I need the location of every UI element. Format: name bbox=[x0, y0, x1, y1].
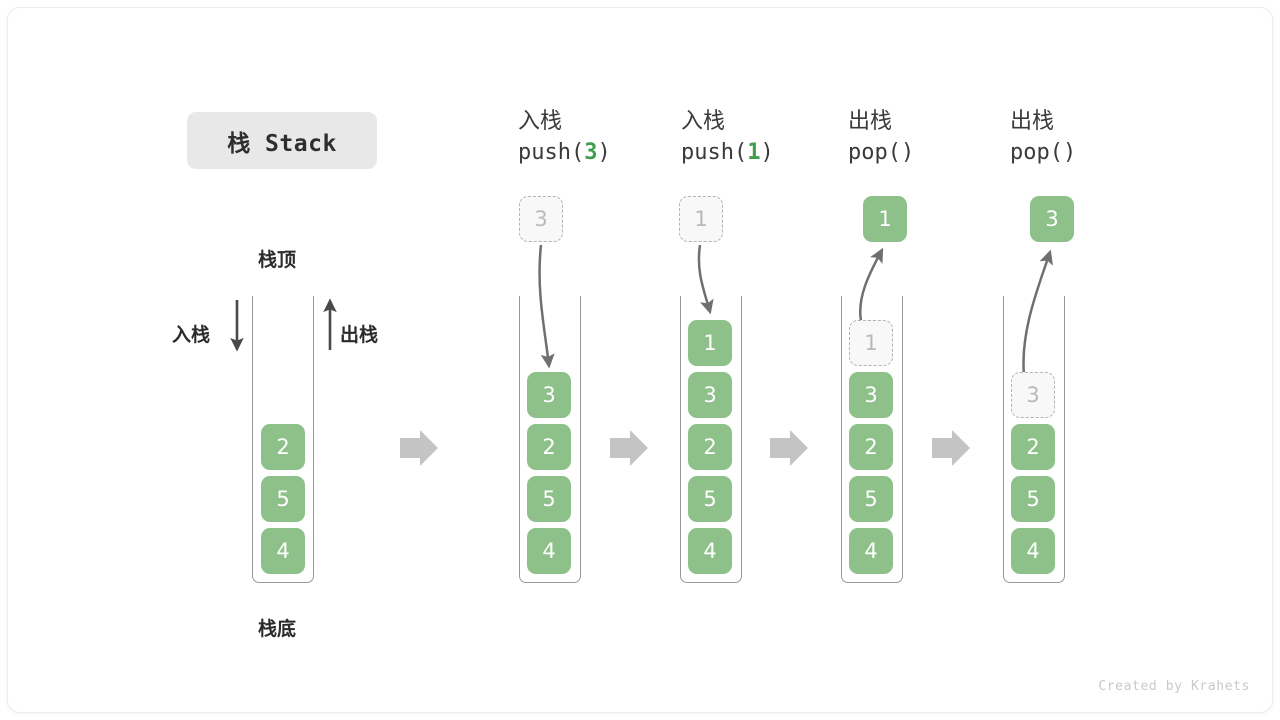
op-header-push-1: 入栈 push(1) bbox=[681, 107, 831, 169]
stack-cell: 4 bbox=[261, 528, 305, 574]
stack-cell: 1 bbox=[688, 320, 732, 366]
stack-cell: 4 bbox=[527, 528, 571, 574]
op-code-suffix: ) bbox=[1062, 140, 1077, 165]
credit-text: Created by Krahets bbox=[1098, 679, 1250, 694]
stack-cell: 2 bbox=[1011, 424, 1055, 470]
stack-cell: 5 bbox=[849, 476, 893, 522]
op-code-prefix: pop( bbox=[1010, 140, 1063, 165]
stack-cell: 2 bbox=[688, 424, 732, 470]
popped-cell: 1 bbox=[863, 196, 907, 242]
incoming-ghost-cell: 3 bbox=[519, 196, 563, 242]
op-code-pop-1: pop() bbox=[848, 137, 998, 169]
vacated-ghost-cell: 3 bbox=[1011, 372, 1055, 418]
stack-cell: 5 bbox=[261, 476, 305, 522]
op-code-suffix: ) bbox=[760, 140, 774, 165]
op-code-pop-3: pop() bbox=[1010, 137, 1160, 169]
stack-top-label: 栈顶 bbox=[258, 249, 297, 271]
op-code-prefix: push( bbox=[518, 140, 585, 165]
stack-cell: 3 bbox=[527, 372, 571, 418]
stack-cell: 5 bbox=[527, 476, 571, 522]
stack-cell: 2 bbox=[527, 424, 571, 470]
stack-container-pop-3 bbox=[1003, 296, 1065, 583]
stack-cell: 4 bbox=[1011, 528, 1055, 574]
op-header-pop-1: 出栈 pop() bbox=[848, 107, 998, 169]
op-header-push-3: 入栈 push(3) bbox=[518, 107, 668, 169]
stack-cell: 4 bbox=[849, 528, 893, 574]
stack-cell: 2 bbox=[261, 424, 305, 470]
stack-container-pop-1 bbox=[841, 296, 903, 583]
stack-container-push-3 bbox=[519, 296, 581, 583]
op-code-push-1: push(1) bbox=[681, 137, 831, 169]
stack-cell: 5 bbox=[1011, 476, 1055, 522]
op-cn-push-3: 入栈 bbox=[518, 109, 563, 134]
stack-container-push-1 bbox=[680, 296, 742, 583]
op-code-arg: 3 bbox=[584, 140, 598, 165]
stack-cell: 5 bbox=[688, 476, 732, 522]
popped-cell: 3 bbox=[1030, 196, 1074, 242]
stack-bottom-label: 栈底 bbox=[258, 618, 297, 640]
op-code-arg: 1 bbox=[747, 140, 761, 165]
incoming-ghost-cell: 1 bbox=[679, 196, 723, 242]
op-code-prefix: push( bbox=[681, 140, 748, 165]
stack-cell: 4 bbox=[688, 528, 732, 574]
stack-container-initial bbox=[252, 296, 314, 583]
legend-push-label: 入栈 bbox=[172, 324, 211, 346]
op-code-prefix: pop( bbox=[848, 140, 901, 165]
stack-cell: 2 bbox=[849, 424, 893, 470]
op-code-suffix: ) bbox=[900, 140, 915, 165]
stack-cell: 3 bbox=[849, 372, 893, 418]
op-header-pop-3: 出栈 pop() bbox=[1010, 107, 1160, 169]
op-cn-push-1: 入栈 bbox=[681, 109, 726, 134]
vacated-ghost-cell: 1 bbox=[849, 320, 893, 366]
op-code-suffix: ) bbox=[597, 140, 611, 165]
op-code-push-3: push(3) bbox=[518, 137, 668, 169]
op-cn-pop-3: 出栈 bbox=[1010, 109, 1055, 134]
stack-cell: 3 bbox=[688, 372, 732, 418]
legend-pop-label: 出栈 bbox=[340, 324, 379, 346]
op-cn-pop-1: 出栈 bbox=[848, 109, 893, 134]
title-badge: 栈 Stack bbox=[187, 112, 377, 169]
